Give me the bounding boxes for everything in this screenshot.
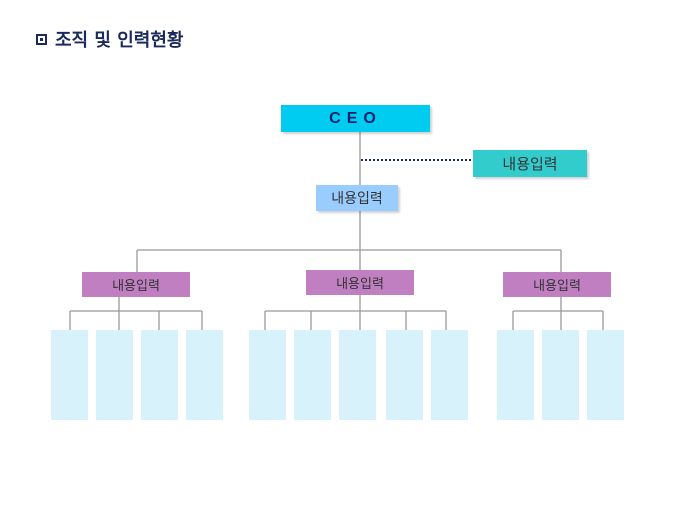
team-box bbox=[96, 330, 133, 420]
square-bullet-icon bbox=[36, 33, 47, 45]
advisor-box: 내용입력 bbox=[473, 150, 587, 177]
team-box bbox=[497, 330, 534, 420]
department-box: 내용입력 bbox=[503, 272, 611, 297]
team-box bbox=[386, 330, 423, 420]
team-box bbox=[339, 330, 376, 420]
team-box bbox=[51, 330, 88, 420]
team-box bbox=[294, 330, 331, 420]
team-box bbox=[587, 330, 624, 420]
team-box bbox=[186, 330, 223, 420]
department-box: 내용입력 bbox=[306, 270, 414, 295]
ceo-box: CEO bbox=[281, 105, 430, 132]
team-box bbox=[249, 330, 286, 420]
title-text: 조직 및 인력현황 bbox=[55, 30, 184, 51]
team-box bbox=[431, 330, 468, 420]
team-box bbox=[141, 330, 178, 420]
page-title: 조직 및 인력현황 bbox=[36, 26, 183, 52]
middle-box: 내용입력 bbox=[316, 185, 398, 211]
department-box: 내용입력 bbox=[82, 272, 190, 297]
team-box bbox=[542, 330, 579, 420]
